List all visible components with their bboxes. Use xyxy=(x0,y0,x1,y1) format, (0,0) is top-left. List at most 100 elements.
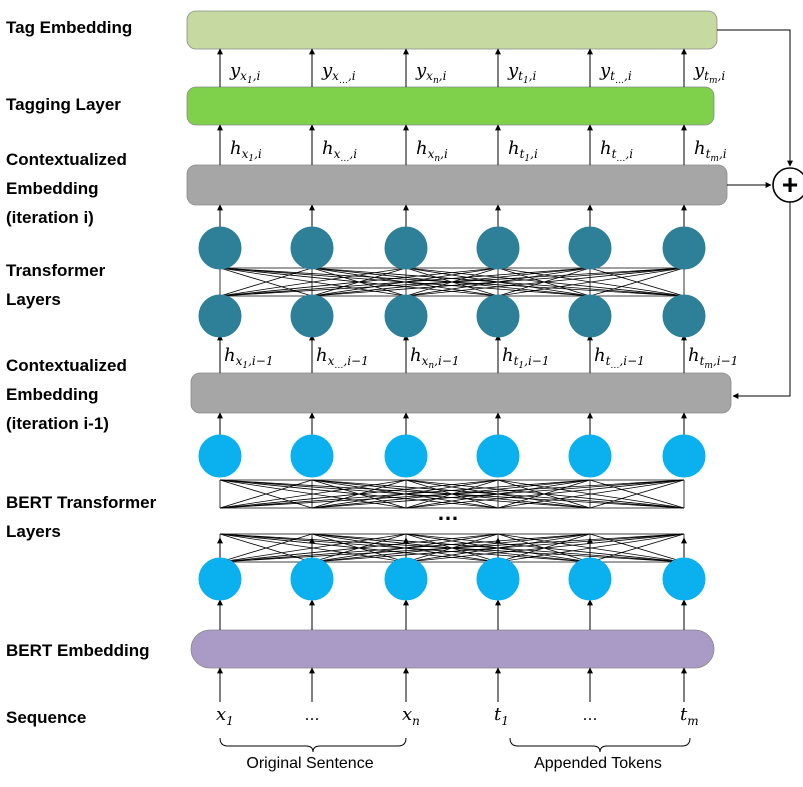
bert-node-lower-5 xyxy=(662,557,706,601)
sequence-token-5: tm xyxy=(680,704,699,728)
bert-node-lower-1 xyxy=(290,557,334,601)
mesh-bert-upper-edge xyxy=(589,479,685,509)
mesh-transformer-edge xyxy=(219,267,313,297)
bert-node-upper-1 xyxy=(290,434,334,478)
hidden-state-i-symbol-2: hxn,i xyxy=(416,138,448,164)
bert-node-lower-0 xyxy=(198,557,242,601)
mesh-bert-upper-edge xyxy=(219,479,499,509)
plus-symbol: + xyxy=(782,169,798,200)
mesh-transformer-edge xyxy=(311,267,685,297)
mesh-transformer-edge xyxy=(405,267,685,297)
tag-symbol-1: yx…,i xyxy=(321,60,356,86)
mesh-bert-lower-edge xyxy=(497,533,685,563)
original-sentence-bracket xyxy=(219,737,407,753)
transformer-node-lower-3 xyxy=(476,294,520,338)
mesh-bert-lower-edge xyxy=(219,533,499,563)
mesh-transformer-edge xyxy=(497,267,685,297)
label-ctx-embedding-prev-line3: (iteration i-1) xyxy=(6,414,109,433)
ctx-embedding-i-bar xyxy=(186,164,728,206)
original-sentence-label: Original Sentence xyxy=(246,755,373,772)
transformer-node-upper-5 xyxy=(662,226,706,270)
tag-symbol-2: yxn,i xyxy=(415,60,447,86)
bert-node-lower-3 xyxy=(476,557,520,601)
mesh-bert-lower-edge xyxy=(405,533,685,563)
mesh-bert-lower-edge xyxy=(589,533,685,563)
transformer-node-upper-1 xyxy=(290,226,334,270)
hidden-state-i-symbol-4: ht…,i xyxy=(600,138,633,164)
sequence-token-0: x1 xyxy=(216,704,234,728)
bert-node-upper-3 xyxy=(476,434,520,478)
hidden-state-i-symbol-5: htm,i xyxy=(694,138,727,164)
transformer-node-lower-2 xyxy=(384,294,428,338)
bert-node-upper-4 xyxy=(568,434,612,478)
mesh-bert-upper-edge xyxy=(219,479,685,509)
tag-symbol-0: yx1,i xyxy=(229,60,261,86)
tag-symbol-3: yt1,i xyxy=(507,60,537,86)
tag-symbol-5: ytm,i xyxy=(693,60,725,86)
mesh-transformer-edge xyxy=(219,267,407,297)
transformer-node-upper-3 xyxy=(476,226,520,270)
tagging-layer-bar xyxy=(186,86,715,126)
tag-embedding-bar xyxy=(186,10,718,50)
bert-embedding-bar xyxy=(190,629,715,669)
mesh-bert-upper-edge xyxy=(219,479,591,509)
label-tagging-layer: Tagging Layer xyxy=(6,95,121,114)
mesh-transformer-edge xyxy=(219,267,591,297)
mesh-bert-upper-edge xyxy=(311,479,685,509)
label-transformer-line1: Transformer xyxy=(6,261,106,280)
transformer-node-upper-4 xyxy=(568,226,612,270)
tag-to-plus-arrow xyxy=(717,29,793,167)
label-ctx-embedding-i-line2: Embedding xyxy=(6,179,99,198)
appended-tokens-bracket xyxy=(509,737,691,753)
mesh-bert-upper-edge xyxy=(497,479,685,509)
tag-symbol-4: yt…,i xyxy=(599,60,632,86)
symbol-layer: yx1,i yx…,i yxn,i yt1,i yt…,i ytm,i hx1,i hx…,i… xyxy=(216,60,738,728)
mesh-bert-lower-edge xyxy=(219,533,313,563)
label-bert-transformer-line1: BERT Transformer xyxy=(6,493,157,512)
label-transformer-line2: Layers xyxy=(6,290,61,309)
label-ctx-embedding-prev-line2: Embedding xyxy=(6,385,99,404)
bert-node-upper-2 xyxy=(384,434,428,478)
bert-node-upper-0 xyxy=(198,434,242,478)
mesh-bert-lower-edge xyxy=(219,533,685,563)
mesh-bert-upper-edge xyxy=(219,479,407,509)
label-bert-embedding: BERT Embedding xyxy=(6,641,150,660)
mesh-bert-lower-edge xyxy=(219,533,591,563)
ctx-embedding-prev-bar xyxy=(190,372,732,414)
sequence-token-3: t1 xyxy=(494,704,509,728)
layer-gap-marker: … xyxy=(437,500,459,525)
mesh-bert-lower-edge xyxy=(311,533,685,563)
transformer-node-lower-1 xyxy=(290,294,334,338)
transformer-node-lower-0 xyxy=(198,294,242,338)
bert-node-upper-5 xyxy=(662,434,706,478)
hidden-state-prev-symbol-2: hxn,i−1 xyxy=(410,345,460,371)
mesh-transformer-edge xyxy=(219,267,685,297)
appended-tokens-label: Appended Tokens xyxy=(534,755,662,772)
hidden-state-prev-symbol-0: hx1,i−1 xyxy=(224,345,273,371)
hidden-state-prev-symbol-5: htm,i−1 xyxy=(688,345,738,371)
sequence-token-2: xn xyxy=(402,704,420,728)
bert-node-lower-2 xyxy=(384,557,428,601)
mesh-bert-upper-edge xyxy=(405,479,685,509)
hidden-state-i-symbol-1: hx…,i xyxy=(322,138,357,164)
hidden-state-i-symbol-3: ht1,i xyxy=(508,138,538,164)
label-ctx-embedding-prev-line1: Contextualized xyxy=(6,356,127,375)
hidden-state-i-symbol-0: hx1,i xyxy=(230,138,262,164)
sequence-token-1: … xyxy=(305,706,320,724)
transformer-node-lower-5 xyxy=(662,294,706,338)
label-ctx-embedding-i-line3: (iteration i) xyxy=(6,208,94,227)
label-ctx-embedding-i-line1: Contextualized xyxy=(6,150,127,169)
hidden-state-prev-symbol-1: hx…,i−1 xyxy=(316,345,369,371)
bert-node-lower-4 xyxy=(568,557,612,601)
label-bert-transformer-line2: Layers xyxy=(6,522,61,541)
mesh-transformer-edge xyxy=(589,267,685,297)
connection-mesh xyxy=(219,267,685,563)
hidden-state-prev-symbol-3: ht1,i−1 xyxy=(502,345,550,371)
label-sequence: Sequence xyxy=(6,708,86,727)
mesh-bert-upper-edge xyxy=(219,479,313,509)
plus-to-prev-arrow xyxy=(732,202,791,399)
hidden-state-prev-symbol-4: ht…,i−1 xyxy=(594,345,645,371)
mesh-bert-lower-edge xyxy=(219,533,407,563)
mesh-transformer-edge xyxy=(219,267,499,297)
